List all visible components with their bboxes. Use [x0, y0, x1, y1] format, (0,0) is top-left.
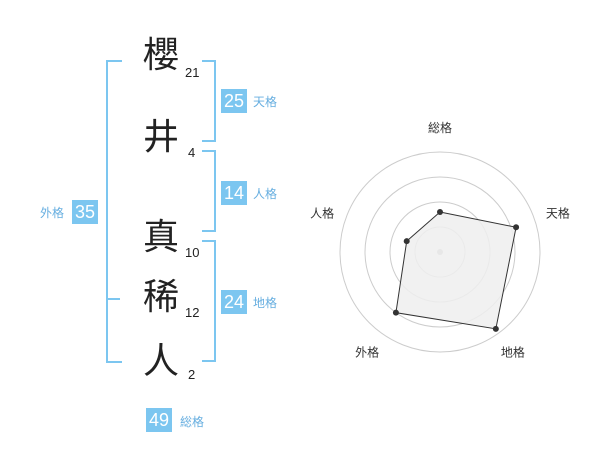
radar-point-0	[437, 209, 443, 215]
chikaku-value-box: 24	[221, 290, 247, 314]
radar-point-2	[492, 325, 499, 332]
gaikaku-value-box: 35	[72, 200, 98, 224]
gaikaku-bracket-mid-tick	[106, 298, 120, 300]
tenkaku-bracket	[202, 60, 216, 142]
radar-ring	[364, 176, 516, 328]
axis-label-jinkaku: 人格	[310, 206, 334, 221]
soukaku-value-box: 49	[146, 408, 172, 432]
axis-label-chikaku: 地格	[501, 344, 525, 359]
radar-point-4	[403, 238, 410, 245]
name-char-5: 人	[142, 341, 179, 382]
tenkaku-value-box: 25	[221, 89, 247, 113]
gaikaku-bracket	[106, 60, 122, 363]
radar-points	[392, 209, 520, 332]
stroke-count-3: 10	[185, 245, 200, 260]
chikaku-label: 地格	[253, 296, 278, 310]
stroke-count-1: 21	[185, 65, 200, 80]
axis-label-tenkaku: 天格	[546, 206, 570, 221]
radar-point-1	[513, 224, 520, 231]
radar-point-3	[392, 309, 399, 316]
tenkaku-label: 天格	[253, 95, 278, 109]
name-char-3: 真	[142, 217, 179, 258]
name-char-1: 櫻	[142, 35, 179, 76]
name-char-2: 井	[142, 117, 179, 158]
radar-chart: 総格 天格 地格 外格 人格	[310, 120, 570, 359]
axis-label-gaikaku: 外格	[355, 344, 379, 359]
gaikaku-label: 外格	[40, 206, 65, 220]
jinkaku-value-box: 14	[221, 181, 247, 205]
stroke-count-2: 4	[188, 145, 196, 160]
stroke-count-5: 2	[188, 367, 196, 382]
jinkaku-label: 人格	[253, 187, 278, 201]
chikaku-bracket	[202, 240, 216, 362]
jinkaku-bracket	[202, 150, 216, 232]
name-char-4: 稀	[142, 277, 179, 318]
axis-label-soukaku: 総格	[428, 120, 452, 135]
radar-ring	[339, 151, 541, 353]
stroke-count-4: 12	[185, 305, 200, 320]
radar-area	[395, 211, 517, 330]
soukaku-label: 総格	[180, 415, 205, 429]
